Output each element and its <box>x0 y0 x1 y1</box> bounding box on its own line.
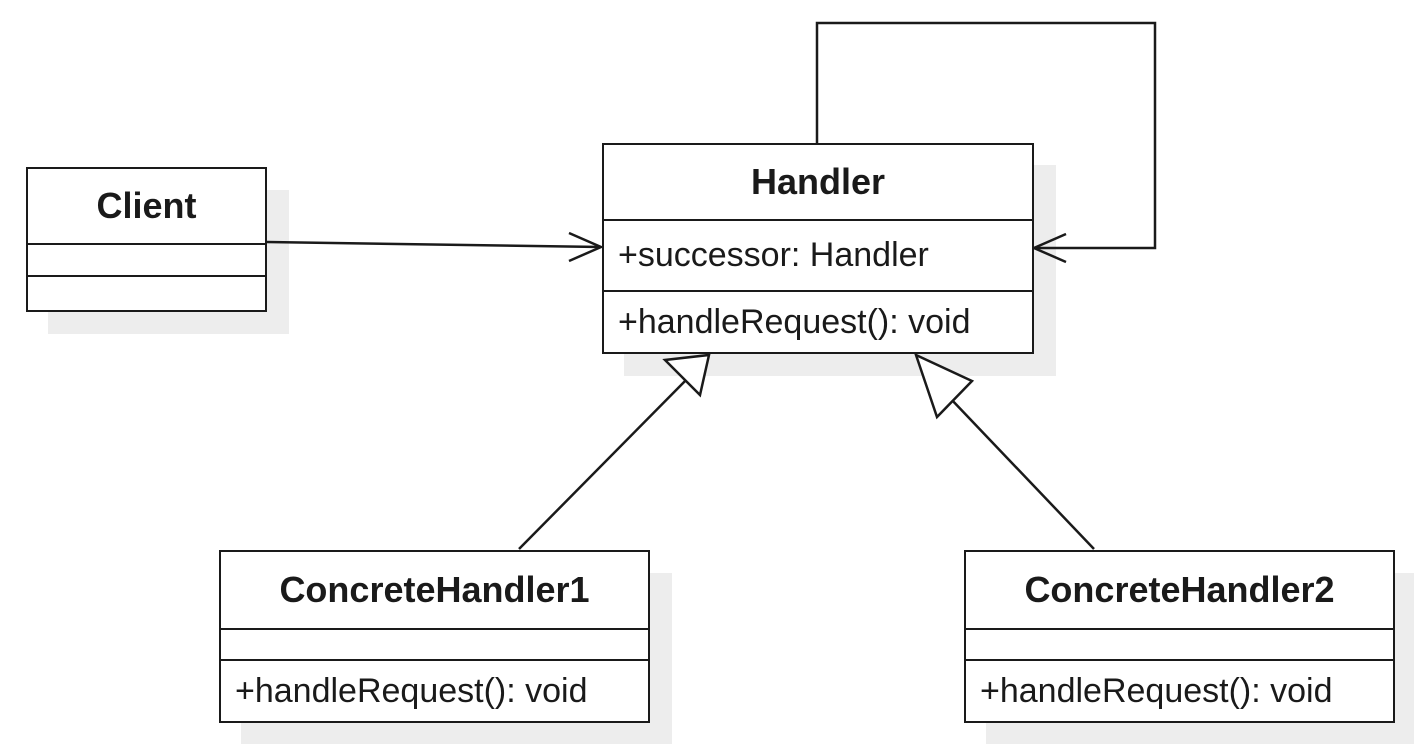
concrete-handler-2-operations: +handleRequest(): void <box>966 659 1393 721</box>
handler-class[interactable]: Handler +successor: Handler +handleReque… <box>602 143 1034 354</box>
concrete-handler-2-generalization <box>949 397 1095 550</box>
concrete-handler-2-inheritance-triangle <box>913 352 975 420</box>
handler-self-arrowhead <box>1030 232 1067 264</box>
handler-operations: +handleRequest(): void <box>604 290 1032 352</box>
concrete-handler-1-operations: +handleRequest(): void <box>221 659 648 721</box>
client-class-name: Client <box>96 185 197 226</box>
client-handler-association <box>266 240 602 249</box>
handler-self-association <box>815 21 1157 250</box>
concrete-handler-1-class[interactable]: ConcreteHandler1 +handleRequest(): void <box>219 550 650 723</box>
concrete-handler-1-inheritance-triangle <box>662 353 711 398</box>
handler-attributes: +successor: Handler <box>604 219 1032 290</box>
concrete-handler-2-class[interactable]: ConcreteHandler2 +handleRequest(): void <box>964 550 1395 723</box>
concrete-handler-1-generalization <box>518 373 693 550</box>
concrete-handler-1-class-name: ConcreteHandler1 <box>279 569 590 610</box>
concrete-handler-2-attributes <box>966 628 1393 659</box>
client-handler-arrowhead <box>568 231 605 263</box>
client-attributes <box>28 243 265 275</box>
handler-class-name: Handler <box>750 161 886 202</box>
concrete-handler-1-attributes <box>221 628 648 659</box>
concrete-handler-2-class-name: ConcreteHandler2 <box>1024 569 1335 610</box>
client-class[interactable]: Client <box>26 167 267 312</box>
client-operations <box>28 275 265 310</box>
